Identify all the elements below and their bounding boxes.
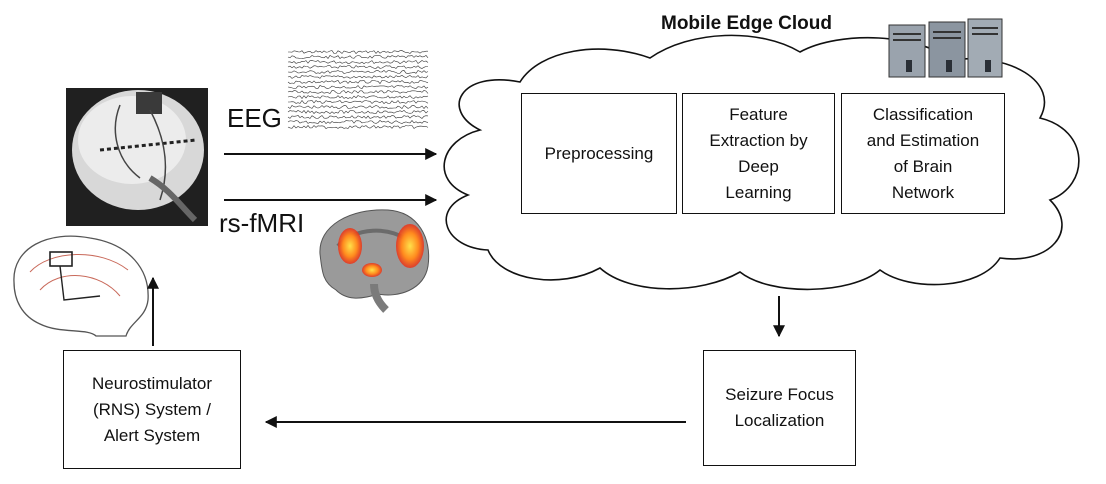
eeg-trace-line: [287, 104, 429, 110]
skull-xray-image: [66, 88, 208, 226]
fmri-label: rs-fMRI: [219, 208, 305, 238]
seizure-localization-box: Seizure Focus Localization: [703, 350, 856, 466]
eeg-trace-line: [287, 85, 429, 89]
eeg-trace-line: [287, 60, 429, 64]
eeg-trace-line: [287, 54, 429, 60]
classification-label: Classification and Estimation of Brain N…: [866, 104, 980, 202]
classification-box: Classification and Estimation of Brain N…: [841, 93, 1005, 214]
preprocessing-label: Preprocessing: [544, 143, 654, 163]
eeg-trace-line: [287, 70, 429, 74]
eeg-trace-line: [287, 125, 429, 129]
eeg-trace-line: [287, 90, 429, 94]
eeg-trace-line: [287, 120, 429, 125]
eeg-trace-line: [287, 95, 429, 100]
eeg-waveform-image: [287, 50, 429, 129]
eeg-label: EEG: [227, 103, 282, 133]
preprocessing-box: Preprocessing: [521, 93, 677, 214]
feature-extraction-box: Feature Extraction by Deep Learning: [682, 93, 835, 214]
eeg-trace-line: [287, 110, 429, 114]
fmri-brain-image: [319, 209, 430, 313]
eeg-trace-line: [287, 75, 429, 79]
eeg-trace-line: [287, 115, 429, 119]
neurostimulator-box: Neurostimulator (RNS) System / Alert Sys…: [63, 350, 241, 469]
cloud-title: Mobile Edge Cloud: [661, 13, 832, 34]
eeg-trace-line: [288, 50, 428, 55]
eeg-trace-line: [287, 65, 428, 69]
eeg-trace-line: [288, 99, 429, 105]
feature-extraction-label: Feature Extraction by Deep Learning: [709, 104, 808, 202]
neurostimulator-label: Neurostimulator (RNS) System / Alert Sys…: [92, 373, 212, 445]
rns-implant-sketch: [13, 235, 149, 337]
server-rack-icon: [888, 18, 1003, 78]
eeg-trace-line: [287, 80, 429, 85]
seizure-localization-label: Seizure Focus Localization: [725, 385, 834, 430]
